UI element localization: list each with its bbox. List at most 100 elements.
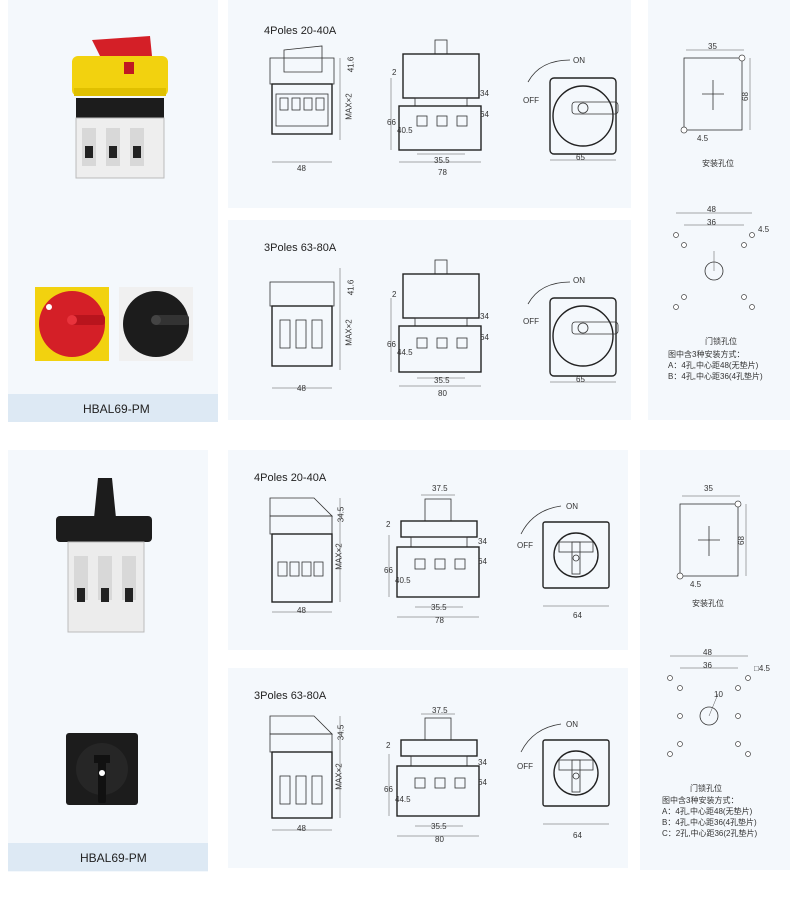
section2-row2-center-top: 37.5 <box>432 706 448 715</box>
section1-row1-front-view <box>527 59 619 161</box>
section2-row1-title: 4Poles 20-40A <box>254 472 327 484</box>
section2-row1-center-tick: 2 <box>386 520 391 529</box>
section1-row1-front-width: 65 <box>576 153 585 162</box>
section1-row2-front-view <box>527 281 619 383</box>
section2-row1-center-bottom-2: 78 <box>435 616 444 625</box>
section1-row1-dim-top: 41.6 <box>346 56 356 73</box>
section2-row1-center-right-2: 64 <box>478 557 487 566</box>
section1-door-caption: 门锁孔位 <box>705 337 737 346</box>
section2-mount-dim-4-5: 4.5 <box>690 580 702 589</box>
section2-row1-dim-max: MAX×2 <box>334 543 344 570</box>
section2-row2-off-label: OFF <box>517 762 533 771</box>
section1-row1-center-right-1: 34 <box>480 89 489 98</box>
section2-row2-center-bottom-1: 35.5 <box>431 822 447 831</box>
section1-row2-drawing-panel <box>228 220 631 420</box>
section2-row2-dim-max: MAX×2 <box>334 763 344 790</box>
section1-row2-on-label: ON <box>573 276 585 285</box>
section1-row1-side-view <box>269 45 341 163</box>
section1-door-note-1: 图中含3种安装方式： <box>668 350 745 359</box>
section2-mount-dim-68: 68 <box>736 536 746 545</box>
section2-row1-center-top: 37.5 <box>432 484 448 493</box>
section1-mount-holes-drawing <box>680 49 751 134</box>
section1-door-dim-4-5: 4.5 <box>758 225 770 234</box>
section2-row2-front-view <box>520 723 610 825</box>
section2-row1-center-right-1: 34 <box>478 537 487 546</box>
section1-row2-off-label: OFF <box>523 317 539 326</box>
section2-row1-center-left-1: 66 <box>384 566 393 575</box>
rotary-handle-red-yellow-icon <box>35 287 109 361</box>
section1-row2-center-top: 2 <box>392 290 397 299</box>
section1-row2-width: 48 <box>297 384 306 393</box>
section2-row2-drawing-panel <box>228 668 628 868</box>
section2-row2-center-view <box>388 713 480 837</box>
section2-row1-width: 48 <box>297 606 306 615</box>
section1-door-dim-48: 48 <box>707 205 716 214</box>
section1-door-dim-36: 36 <box>707 218 716 227</box>
section2-row2-center-left-1: 66 <box>384 785 393 794</box>
section2-door-note-4: C：2孔,中心距36(2孔垫片) <box>662 829 758 838</box>
section2-row2-dim-top: 34.5 <box>336 724 346 741</box>
section2-door-note-2: A：4孔,中心距48(无垫片) <box>662 807 753 816</box>
section1-door-note-2: A：4孔,中心距48(无垫片) <box>668 361 759 370</box>
section1-mount-dim-4-5: 4.5 <box>697 134 709 143</box>
section2-row1-off-label: OFF <box>517 541 533 550</box>
section1-row2-center-bottom-2: 80 <box>438 389 447 398</box>
section2-row2-front-width: 64 <box>573 831 582 840</box>
section1-row2-dim-max: MAX×2 <box>344 319 354 346</box>
section1-mount-dim-35: 35 <box>708 42 717 51</box>
section1-door-holes-drawing <box>673 212 755 310</box>
section2-door-note-3: B：4孔,中心距36(4孔垫片) <box>662 818 757 827</box>
section1-switch-photo-icon <box>72 36 168 179</box>
section2-row1-front-view <box>520 505 610 607</box>
section2-row2-center-tick: 2 <box>386 741 391 750</box>
section1-holes-panel <box>648 0 790 420</box>
section2-row1-center-bottom-1: 35.5 <box>431 603 447 612</box>
section2-door-dim-36: 36 <box>703 661 712 670</box>
section2-door-dim-square: □4.5 <box>754 664 770 673</box>
section1-door-note-3: B：4孔,中心距36(4孔垫片) <box>668 372 763 381</box>
section2-row1-side-view <box>269 497 341 613</box>
section1-row2-side-view <box>269 268 341 389</box>
section2-row2-on-label: ON <box>566 720 578 729</box>
section2-door-dim-48: 48 <box>703 648 712 657</box>
section2-door-note-1: 图中含3种安装方式： <box>662 796 739 805</box>
section1-mount-caption: 安装孔位 <box>702 159 734 168</box>
section2-holes-panel <box>640 450 790 870</box>
section2-mount-holes-drawing <box>676 495 747 580</box>
section1-row1-center-bottom-1: 35.5 <box>434 156 450 165</box>
rotary-handle-black-icon <box>119 287 193 361</box>
section1-row1-dim-max: MAX×2 <box>344 93 354 120</box>
section1-row1-center-top: 2 <box>392 68 397 77</box>
section2-model-band <box>8 843 208 871</box>
section2-row2-center-right-1: 34 <box>478 758 487 767</box>
section2-row2-center-right-2: 64 <box>478 778 487 787</box>
section1-row1-center-left-1: 66 <box>387 118 396 127</box>
section1-row2-center-left-1: 66 <box>387 340 396 349</box>
section1-row1-drawing-panel <box>228 0 631 208</box>
section2-row2-center-bottom-2: 80 <box>435 835 444 844</box>
section1-row2-center-bottom-1: 35.5 <box>434 376 450 385</box>
section1-mount-dim-68: 68 <box>740 92 750 101</box>
section1-row1-on-label: ON <box>573 56 585 65</box>
section2-row2-center-left-2: 44.5 <box>395 795 411 804</box>
section2-front-handle-icon <box>66 733 138 805</box>
section2-model-label: HBAL69-PM <box>80 851 147 865</box>
section1-row1-title: 4Poles 20-40A <box>264 25 337 37</box>
section1-row2-dim-top: 41.6 <box>346 279 356 296</box>
section2-switch-photo-icon <box>56 478 152 633</box>
section2-row1-center-view <box>388 494 480 618</box>
section1-row1-center-left-2: 40.5 <box>397 126 413 135</box>
section1-row1-width: 48 <box>297 164 306 173</box>
section1-row1-center-right-2: 64 <box>480 110 489 119</box>
section1-model-label: HBAL69-PM <box>83 402 150 416</box>
section1-row2-front-width: 65 <box>576 375 585 384</box>
section1-row2-center-view <box>390 259 482 387</box>
section2-row1-drawing-panel <box>228 450 628 650</box>
section2-row1-dim-top: 34.5 <box>336 506 346 523</box>
section1-row1-center-bottom-2: 78 <box>438 168 447 177</box>
section2-row2-width: 48 <box>297 824 306 833</box>
section2-mount-dim-35: 35 <box>704 484 713 493</box>
section2-mount-caption: 安装孔位 <box>692 599 724 608</box>
section2-door-dim-10: 10 <box>714 690 723 699</box>
section2-row1-center-left-2: 40.5 <box>395 576 411 585</box>
